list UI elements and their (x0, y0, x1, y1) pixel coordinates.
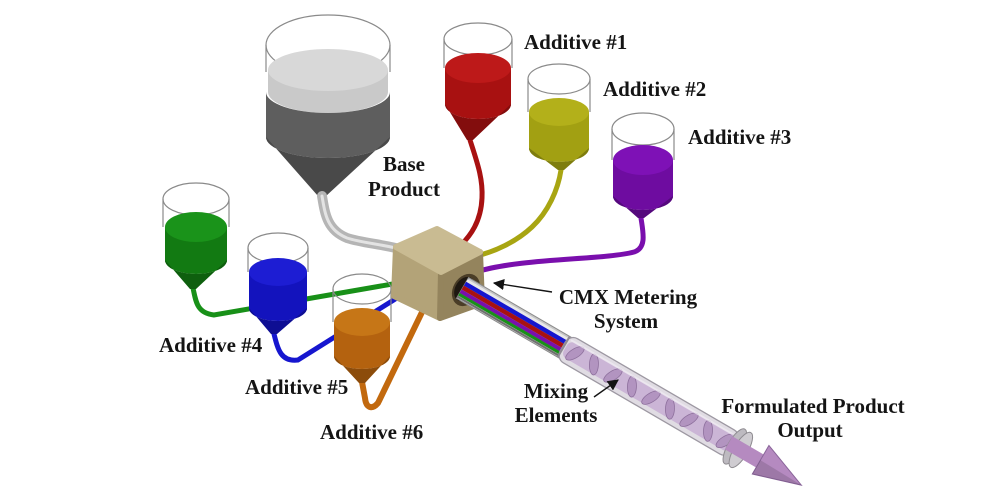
label-base-product-line2: Product (368, 177, 440, 201)
hopper-cone (334, 356, 390, 383)
hopper-additive-5 (247, 232, 411, 363)
label-additive-6: Additive #6 (320, 420, 423, 444)
hopper-cone (529, 148, 589, 170)
material-surface (334, 308, 390, 336)
material-surface (445, 53, 511, 83)
hopper-base-product (265, 14, 409, 255)
stream-shadow-edge (457, 295, 564, 359)
arrow-shaft (724, 436, 769, 471)
stream-red (461, 285, 570, 351)
additive-4-tube (190, 279, 407, 318)
hopper-cone (613, 196, 673, 218)
hopper-additive-3 (473, 112, 675, 275)
label-mixing-line1: Mixing (524, 379, 589, 403)
arrow-head-shading (752, 460, 802, 486)
label-mixing-line2: Elements (515, 403, 598, 427)
glass-rim (162, 182, 230, 216)
cone-shading (445, 104, 511, 140)
output-arrow (724, 436, 803, 486)
cone-shading (165, 260, 227, 289)
material-surface (613, 145, 673, 175)
output-pipe (455, 276, 803, 486)
label-additive-4: Additive #4 (159, 333, 263, 357)
stream-blue (463, 281, 572, 347)
label-additive-1: Additive #1 (524, 30, 627, 54)
metering-block (391, 226, 485, 321)
label-additive-5: Additive #5 (245, 375, 348, 399)
hopper-cone (445, 104, 511, 140)
mixer-tube-sheen (570, 339, 736, 437)
cmx-leader-arrow (492, 279, 553, 293)
labels: Additive #1 Additive #2 Additive #3 Addi… (159, 30, 905, 444)
additive-2-tube (473, 167, 564, 259)
pipe-highlight (320, 194, 406, 252)
label-output-line1: Formulated Product (721, 394, 904, 418)
material-surface (529, 98, 589, 126)
glass-rim (527, 63, 591, 95)
material-surface (165, 212, 227, 242)
stream-purple (459, 289, 568, 355)
hopper-cone (266, 137, 390, 196)
cone-shading (249, 308, 307, 334)
material-surface (249, 258, 307, 286)
label-output-line2: Output (777, 418, 842, 442)
label-additive-2: Additive #2 (603, 77, 706, 101)
stream-green (458, 292, 566, 357)
label-additive-3: Additive #3 (688, 125, 791, 149)
hopper-additive-2 (473, 63, 591, 259)
label-cmx-line1: CMX Metering (559, 285, 698, 309)
arrow-head (751, 444, 803, 486)
material-surface (268, 49, 388, 91)
cone-shading (334, 356, 390, 383)
additive-3-tube (473, 215, 646, 275)
glass-rim (611, 112, 675, 146)
stream-highlight (466, 279, 574, 344)
hopper-cone (249, 308, 307, 334)
metered-streams-section (455, 276, 575, 361)
hopper-additive-6 (332, 273, 428, 411)
static-mixer-section (556, 335, 740, 456)
hopper-body (529, 112, 589, 162)
hopper-additive-1 (443, 22, 513, 248)
additive-6-tube (359, 303, 428, 411)
hopper-additive-4 (162, 182, 407, 318)
label-cmx-line2: System (594, 309, 659, 333)
additive-5-tube (271, 288, 411, 363)
cone-shading (613, 196, 673, 218)
label-base-product-line1: Base (383, 152, 425, 176)
hopper-body (266, 92, 390, 158)
glass-rim (443, 22, 513, 56)
cone-shading (529, 148, 589, 170)
mixing-leader-arrow (593, 379, 619, 398)
cone-shading (266, 137, 390, 196)
mixer-inlet-edge (556, 335, 571, 358)
block-top-face (393, 226, 483, 275)
hopper-body (249, 272, 307, 321)
hopper-cone (165, 260, 227, 289)
additive-1-tube (458, 137, 485, 248)
